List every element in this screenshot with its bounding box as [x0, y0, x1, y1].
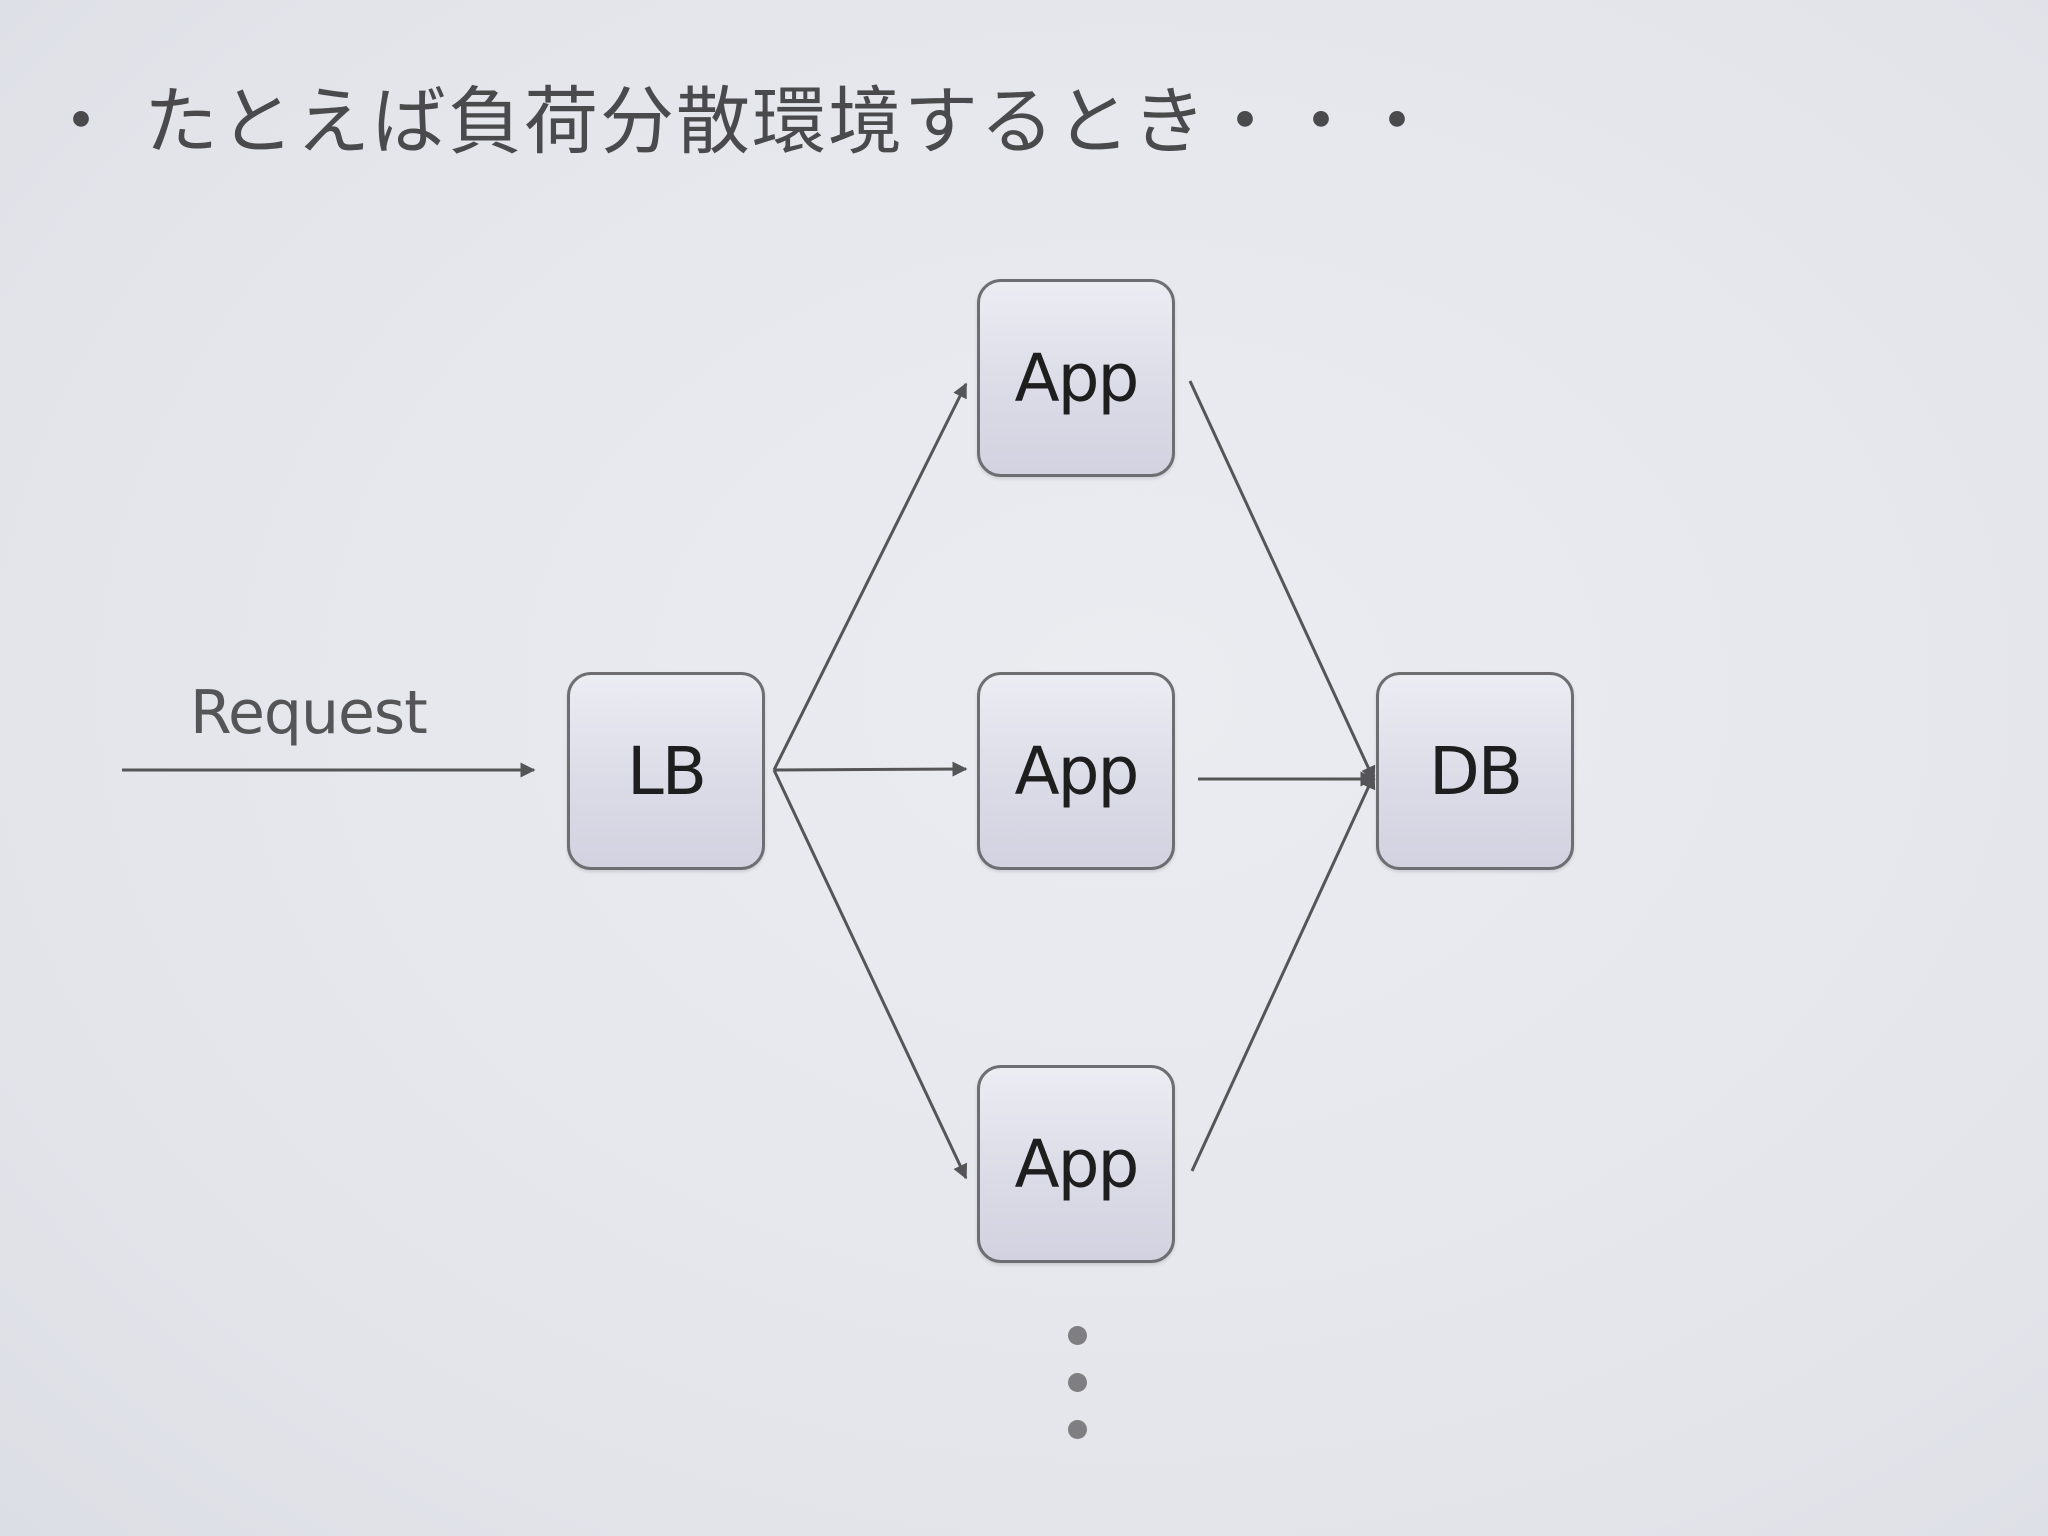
- load-balancer-node: LB: [567, 672, 765, 870]
- app-top-to-db-arrow: [1188, 380, 1376, 782]
- ellipsis-dot: [1068, 1326, 1087, 1345]
- database-node: DB: [1376, 672, 1574, 870]
- app-bottom-to-db-arrow: [1190, 773, 1376, 1172]
- title-bullet: ・: [44, 79, 120, 165]
- slide-title: ・たとえば負荷分散環境するとき・・・: [44, 62, 1436, 169]
- lb-to-app-top-arrow: [772, 382, 968, 771]
- app-server-node-middle: App: [977, 672, 1175, 870]
- title-text: たとえば負荷分散環境するとき・・・: [144, 79, 1436, 165]
- ellipsis-dot: [1068, 1420, 1087, 1439]
- request-label: Request: [190, 678, 428, 748]
- app-server-node-top: App: [977, 279, 1175, 477]
- ellipsis-dot: [1068, 1373, 1087, 1392]
- app-server-node-bottom: App: [977, 1065, 1175, 1263]
- lb-to-app-middle-arrow: [773, 761, 968, 777]
- lb-to-app-bottom-arrow: [772, 769, 968, 1180]
